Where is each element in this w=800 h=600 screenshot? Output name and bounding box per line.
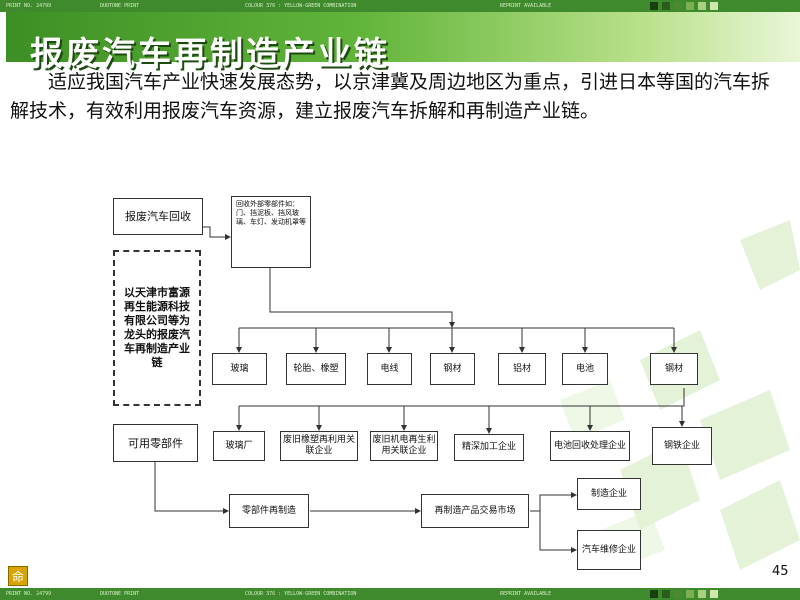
color-swatch bbox=[674, 2, 682, 10]
banner-text: COLOUR 376 : YELLOW-GREEN COMBINATION bbox=[245, 591, 357, 597]
color-swatch bbox=[662, 590, 670, 598]
enterprise-glass-factory: 玻璃厂 bbox=[213, 431, 265, 461]
logo-icon: 命 bbox=[8, 566, 28, 586]
material-battery: 电池 bbox=[562, 353, 608, 385]
color-swatch bbox=[710, 2, 718, 10]
color-swatch bbox=[698, 2, 706, 10]
output-repair: 汽车维修企业 bbox=[577, 530, 641, 570]
material-steel-2: 钢材 bbox=[650, 353, 698, 385]
connector-line bbox=[203, 226, 231, 240]
enterprise-steel: 钢铁企业 bbox=[652, 427, 712, 465]
enterprise-deep-processing: 精深加工企业 bbox=[454, 434, 524, 461]
title-bar: 报废汽车再制造产业链 bbox=[6, 12, 800, 73]
color-swatch bbox=[686, 590, 694, 598]
output-manufacturing: 制造企业 bbox=[577, 478, 641, 510]
material-aluminum: 铝材 bbox=[498, 353, 546, 385]
market-box: 再制造产品交易市场 bbox=[421, 494, 529, 528]
source-box: 报废汽车回收 bbox=[113, 198, 203, 235]
bottom-banner: PRINT NO. 24799 DUOTONE PRINT COLOUR 376… bbox=[0, 588, 800, 600]
remanufacture-box: 零部件再制造 bbox=[229, 494, 309, 528]
color-swatch bbox=[698, 590, 706, 598]
banner-text: PRINT NO. 24799 bbox=[6, 3, 52, 9]
connector-line bbox=[539, 511, 577, 553]
material-glass: 玻璃 bbox=[212, 353, 267, 385]
connector-line bbox=[239, 388, 685, 407]
banner-text: COLOUR 376 : YELLOW-GREEN COMBINATION bbox=[245, 3, 357, 9]
banner-text: REPRINT AVAILABLE bbox=[500, 3, 552, 9]
recycle-parts-box: 回收外部零部件如：门、挡泥板、挡风玻璃、车灯、发动机罩等 bbox=[231, 196, 311, 268]
color-swatch bbox=[650, 2, 658, 10]
page-title: 报废汽车再制造产业链 bbox=[30, 34, 390, 73]
page-number: 45 bbox=[772, 564, 789, 579]
color-swatch bbox=[674, 590, 682, 598]
color-swatch bbox=[686, 2, 694, 10]
usable-parts-box: 可用零部件 bbox=[113, 424, 198, 462]
banner-text: PRINT NO. 24799 bbox=[6, 591, 52, 597]
color-swatch bbox=[710, 590, 718, 598]
material-wire: 电线 bbox=[367, 353, 412, 385]
banner-text: DUOTONE PRINT bbox=[100, 3, 140, 9]
enterprise-electromechanical: 废旧机电再生利用关联企业 bbox=[370, 431, 438, 461]
banner-text: REPRINT AVAILABLE bbox=[500, 591, 552, 597]
banner-text: DUOTONE PRINT bbox=[100, 591, 140, 597]
material-tire-rubber: 轮胎、橡塑 bbox=[286, 353, 346, 385]
connector-line bbox=[269, 268, 455, 328]
top-banner: PRINT NO. 24799 DUOTONE PRINT COLOUR 376… bbox=[0, 0, 800, 12]
color-swatch bbox=[662, 2, 670, 10]
color-swatch bbox=[650, 590, 658, 598]
connector-line bbox=[154, 462, 229, 514]
material-steel: 钢材 bbox=[430, 353, 475, 385]
enterprise-battery-recycling: 电池回收处理企业 bbox=[550, 431, 630, 461]
connector-line bbox=[530, 492, 577, 512]
intro-paragraph: 适应我国汽车产业快速发展态势，以京津冀及周边地区为重点，引进日本等国的汽车拆解技… bbox=[10, 71, 771, 122]
enterprise-rubber: 废旧橡塑再利用关联企业 bbox=[280, 431, 358, 461]
lead-company-box: 以天津市富源再生能源科技有限公司等为龙头的报废汽车再制造产业链 bbox=[113, 250, 201, 406]
